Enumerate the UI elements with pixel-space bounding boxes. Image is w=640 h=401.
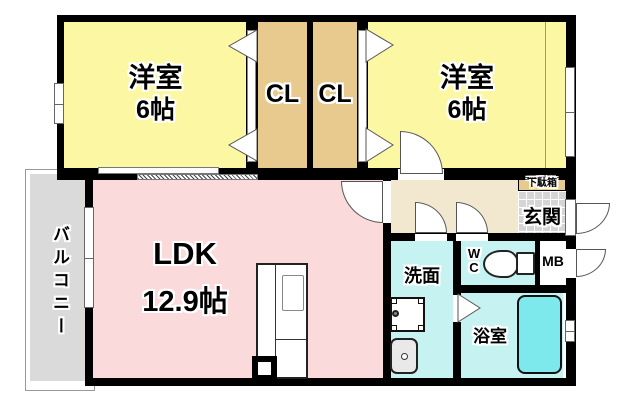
shoe-cabinet-label: 下駄箱 [527, 178, 557, 189]
bedroom-right-label: 洋室 [440, 63, 494, 93]
room-meter-box [540, 241, 566, 285]
closet-door-icon [227, 29, 258, 63]
meter-box-label: MB [542, 253, 564, 269]
kitchen-sink-icon [282, 275, 304, 311]
balcony-floor [30, 174, 86, 381]
window [84, 207, 94, 308]
window [54, 83, 64, 124]
door-opening [398, 169, 444, 180]
counter-divider [275, 265, 276, 377]
washer-foot [418, 298, 424, 304]
room-bedroom-left [64, 22, 247, 168]
washer-drain [392, 310, 399, 317]
closet-door-icon [227, 128, 258, 162]
wc-label-line1: W [467, 246, 481, 261]
bathtub-icon [517, 295, 562, 374]
door-opening [566, 249, 576, 278]
door-opening [453, 295, 461, 322]
closet-right-label: CL [318, 80, 352, 108]
room-ldk [93, 180, 383, 378]
closet-door-icon [365, 28, 394, 63]
wall [383, 170, 391, 386]
entrance-label: 玄関 [522, 207, 561, 228]
toilet-tank-icon [516, 252, 535, 275]
bedroom-right-size: 6帖 [447, 96, 487, 124]
bathroom-label: 浴室 [473, 327, 507, 346]
washer-foot [418, 325, 424, 331]
closet-door-icon [365, 127, 394, 163]
counter-divider [275, 339, 306, 340]
entrance-door-leaf [565, 199, 576, 236]
closet-door-track [247, 30, 256, 162]
wall [85, 378, 576, 386]
folding-door-icon [457, 293, 481, 323]
door-opening [415, 234, 447, 241]
window [565, 67, 575, 157]
closet-door-track [358, 30, 367, 162]
sink-icon [390, 338, 418, 374]
sliding-door-hatch [137, 174, 258, 180]
door-opening [456, 234, 488, 241]
wall [535, 233, 540, 293]
sliding-door [98, 167, 219, 174]
balcony-label: バルコニー [50, 224, 69, 340]
partition-line [545, 22, 546, 168]
pillar [252, 356, 277, 380]
door-opening [383, 181, 391, 223]
kitchen-counter-icon [256, 263, 308, 379]
sink-drain [401, 353, 408, 360]
room-closet-left [258, 22, 307, 168]
wall [453, 285, 576, 293]
wall [57, 15, 576, 22]
wall [307, 22, 313, 168]
bedroom-left-label: 洋室 [128, 63, 183, 93]
washroom-label: 洗面 [404, 266, 440, 286]
ldk-size: 12.9帖 [142, 286, 228, 318]
bedroom-left-size: 6帖 [136, 96, 175, 124]
pillar-core [258, 362, 271, 375]
closet-left-label: CL [265, 80, 300, 108]
wc-label: W C [464, 247, 484, 275]
washing-machine-icon [390, 297, 425, 332]
room-closet-right [313, 22, 357, 168]
entrance-tile [518, 191, 566, 233]
washer-foot [391, 298, 397, 304]
ldk-label: LDK [153, 236, 217, 271]
window [565, 320, 575, 342]
washer-foot [391, 325, 397, 331]
wc-label-line2: C [469, 260, 479, 275]
